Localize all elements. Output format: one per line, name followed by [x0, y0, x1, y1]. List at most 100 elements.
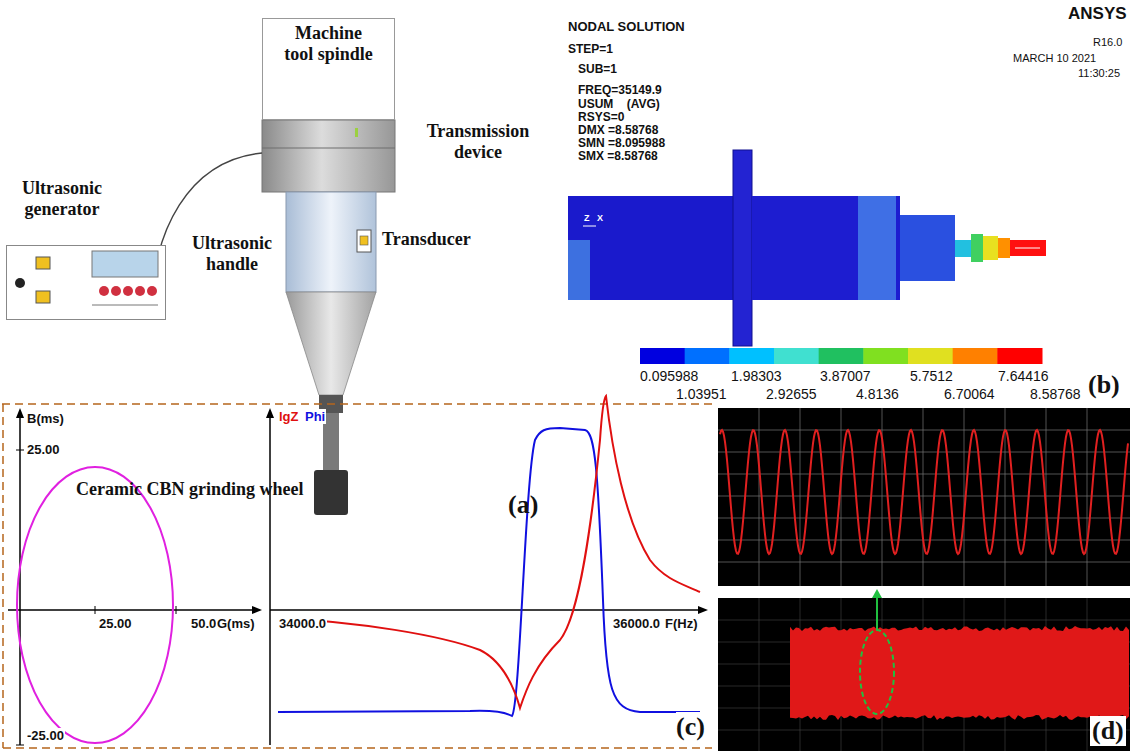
shaft-band: [858, 196, 896, 300]
generator-unit: Ultrasonic generator: [6, 178, 168, 320]
ansys-version: R16.0: [1093, 36, 1122, 49]
grid-line: [718, 496, 1130, 497]
ansys-info: SMN =8.095988: [578, 137, 665, 150]
axis: [8, 609, 254, 611]
generator-led: [123, 286, 133, 296]
generator-display: [92, 251, 158, 277]
color-bar: [640, 348, 1043, 364]
zoom-ellipse: [860, 630, 894, 714]
tool-red: [1010, 240, 1046, 256]
axis-arrow: [252, 606, 262, 614]
scale-value: 3.87007: [820, 368, 871, 384]
tick: [176, 606, 177, 614]
spindle-box: Machine tool spindle: [262, 18, 395, 120]
generator-case: [7, 246, 166, 320]
color-bar-segment: [819, 348, 864, 364]
ansys-info: STEP=1: [568, 43, 613, 56]
tick: [16, 745, 24, 746]
series-label: Phi: [304, 409, 326, 424]
ultrasonic-handle: [286, 192, 376, 292]
axis-letter: Z: [584, 212, 590, 225]
part-label: Transducer: [382, 229, 471, 250]
scope-screen: [718, 598, 1130, 751]
panel-letter: (c): [676, 712, 705, 742]
grid-line: [759, 598, 760, 751]
zoom-arrowhead: [872, 589, 882, 598]
admittance-circle: [17, 467, 173, 743]
panel-letter: (b): [1088, 370, 1120, 400]
color-bar-segment: [863, 348, 908, 364]
scale-value: 7.64416: [998, 368, 1049, 384]
tool-axis: [1015, 248, 1040, 249]
ultrasonic-machine-schematic: [152, 120, 395, 515]
ansys-info: RSYS=0: [578, 111, 624, 124]
scale-value: 2.92655: [766, 386, 817, 402]
ansys-info: DMX =8.58768: [578, 124, 658, 137]
grid-line: [718, 474, 1130, 475]
grid-line: [841, 408, 842, 586]
scope-screen: [718, 408, 1130, 586]
grid-line: [718, 620, 1130, 621]
ansys-info: SUB=1: [578, 63, 617, 76]
sine-wave: [720, 430, 1128, 554]
series-label: lgZ: [278, 409, 300, 424]
grid-line: [1005, 408, 1006, 586]
grid-line: [718, 518, 1130, 519]
impedance-plots: [0, 396, 712, 748]
ansys-info: FREQ=35149.9: [578, 84, 662, 97]
ansys-logo: ANSYS: [1068, 4, 1127, 24]
dashed-frame: [0, 404, 712, 748]
ansys-header: NODAL SOLUTION: [568, 20, 685, 33]
tick-label: 25.00: [26, 442, 61, 457]
generator-led: [135, 286, 145, 296]
axis-letter: X: [597, 212, 603, 225]
device-label: Ultrasonic generator: [6, 178, 118, 219]
generator-button: [36, 291, 50, 303]
axis-arrow: [16, 408, 24, 418]
ansys-info: USUM (AVG): [578, 98, 660, 111]
impedance-curve: [278, 396, 700, 708]
grid-line: [923, 408, 924, 586]
scale-value: 1.98303: [731, 368, 782, 384]
generator-led: [99, 286, 109, 296]
scale-value: 5.7512: [910, 368, 953, 384]
scale-value: 1.03951: [676, 386, 727, 402]
axis-triad: [583, 226, 596, 227]
flange: [733, 150, 752, 346]
grid-line: [718, 562, 1130, 563]
transducer-box: [357, 230, 371, 252]
axis-title: B(ms): [26, 411, 65, 426]
shaft-right: [752, 196, 900, 300]
tick: [16, 450, 24, 451]
axis: [269, 416, 271, 745]
color-bar-segment: [729, 348, 774, 364]
axis: [270, 609, 700, 611]
horn-step: [900, 215, 955, 281]
tick-label: 36000.0: [612, 616, 661, 631]
axis: [19, 416, 21, 745]
color-bar-segment: [997, 348, 1042, 364]
generator-trim: [92, 305, 158, 306]
generator-led: [147, 286, 157, 296]
transmission-device: [262, 120, 395, 192]
box-label: Machine tool spindle: [279, 23, 379, 64]
tool-orange: [998, 238, 1010, 258]
transmission-band: [262, 147, 395, 148]
generator-button: [36, 257, 50, 269]
axis-title: F(Hz): [664, 616, 699, 631]
generator-box: [6, 245, 166, 320]
color-bar-segment: [908, 348, 953, 364]
axis-arrow: [266, 408, 274, 418]
oscilloscope: [718, 408, 1130, 751]
tool-green: [971, 234, 983, 262]
ansys-info: SMX =8.58768: [578, 150, 658, 163]
color-bar-segment: [774, 348, 819, 364]
grid-line: [964, 408, 965, 586]
scope-grid: [718, 408, 1130, 586]
grid-line: [800, 408, 801, 586]
ansys-model: [568, 150, 1046, 364]
tool-yellow: [983, 236, 998, 260]
color-bar-segment: [640, 348, 685, 364]
axis-title: G(ms): [216, 616, 256, 631]
